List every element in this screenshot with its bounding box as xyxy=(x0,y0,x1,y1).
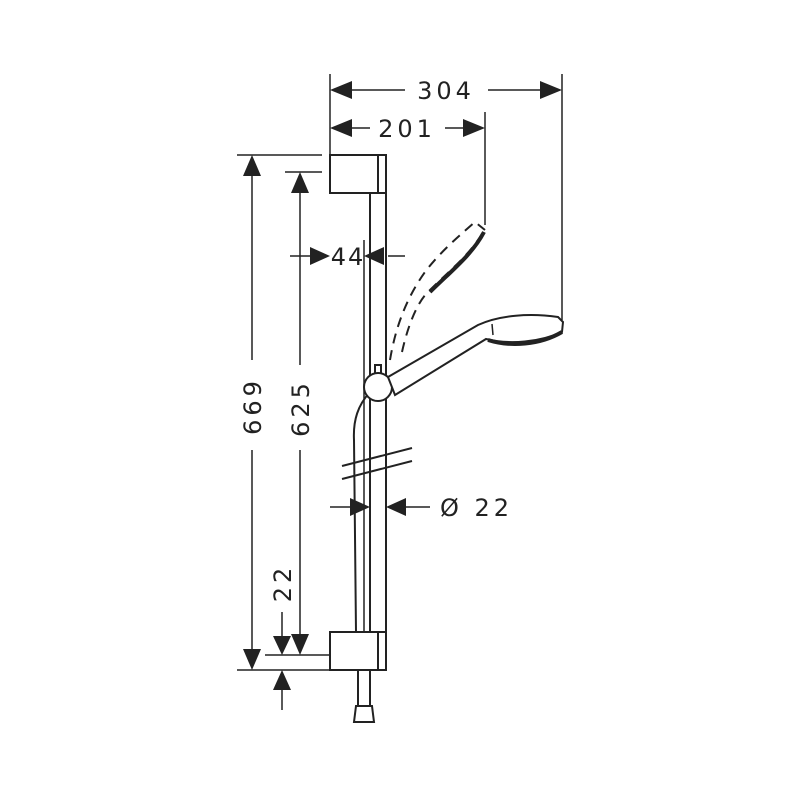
dimension-label-22: 22 xyxy=(269,564,297,603)
hand-shower-tilted xyxy=(389,220,486,361)
dimension-label-201: 201 xyxy=(378,115,436,143)
dimension-304: 304 xyxy=(329,74,563,320)
hand-shower xyxy=(386,314,565,397)
dimension-201: 201 xyxy=(330,112,486,225)
dimension-label-304: 304 xyxy=(417,77,475,105)
dimension-label-625: 625 xyxy=(287,379,315,437)
dimension-625: 625 xyxy=(285,171,322,655)
bottom-wall-bracket xyxy=(329,631,387,671)
top-wall-bracket xyxy=(329,154,387,194)
break-lines xyxy=(341,447,413,480)
dimension-22-bracket: 22 xyxy=(265,564,330,710)
dimension-669: 669 xyxy=(237,154,330,671)
dimension-label-diameter: Ø 22 xyxy=(440,494,513,522)
shower-rail xyxy=(369,193,387,632)
slider-knob xyxy=(363,364,393,402)
dimension-label-669: 669 xyxy=(239,377,267,435)
dimension-diameter-22: Ø 22 xyxy=(330,494,513,522)
dimension-label-44: 44 xyxy=(331,243,366,271)
dimension-44: 44 xyxy=(290,240,405,632)
